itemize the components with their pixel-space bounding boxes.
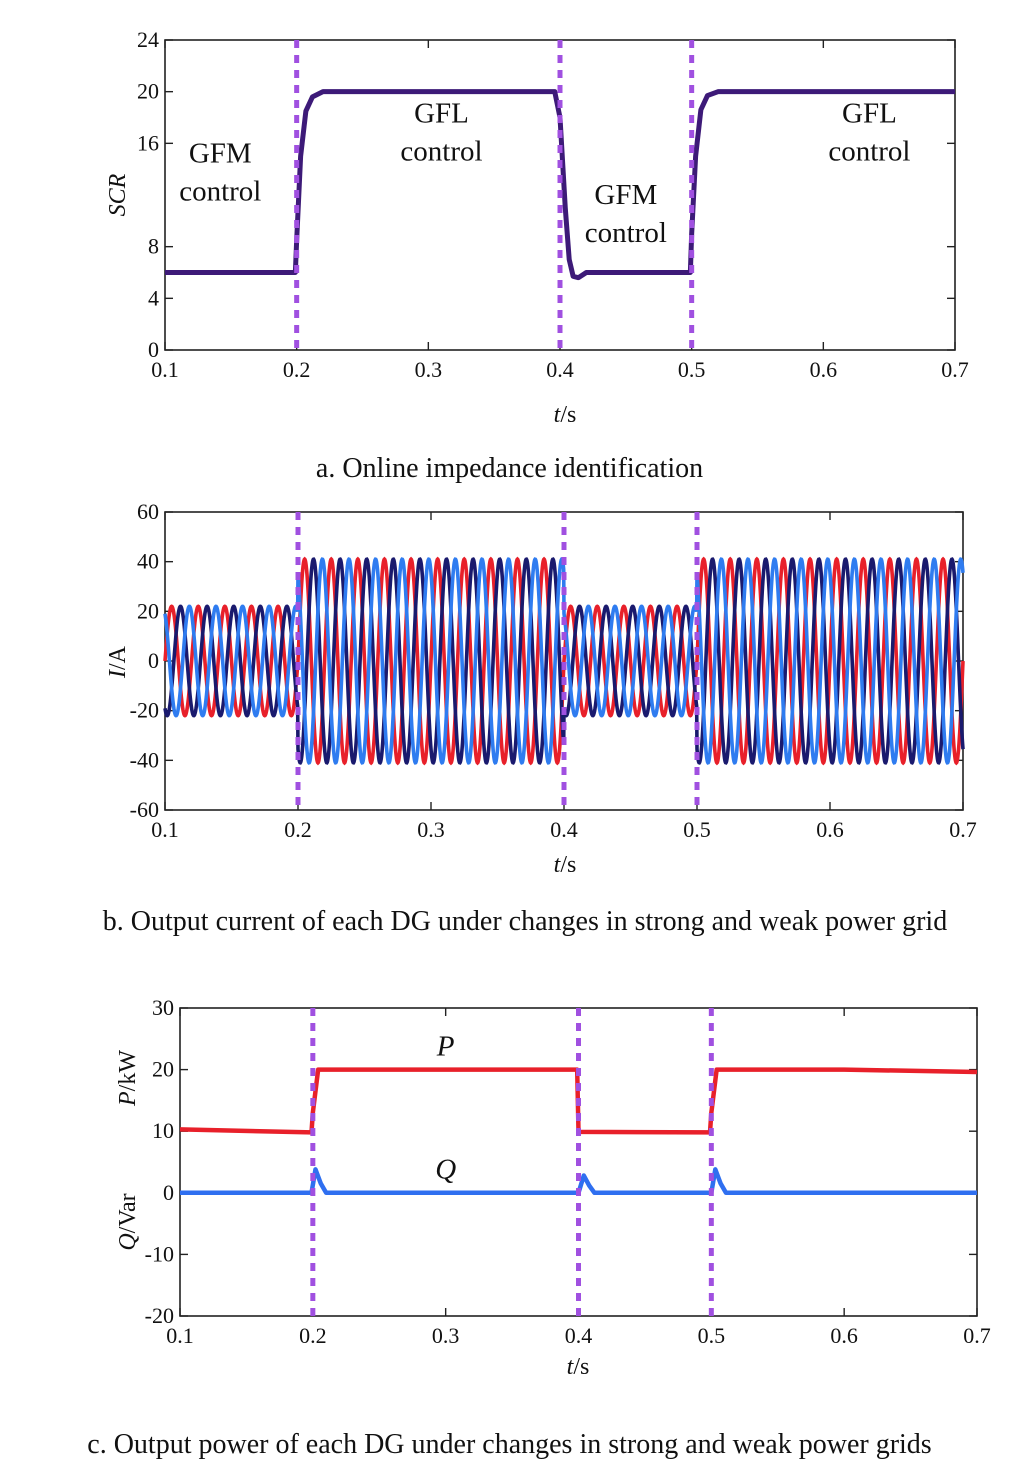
panel-c-x-axis-label: t/s (567, 1354, 590, 1380)
panel-c-y-axis-label-q-var: Q (115, 1233, 141, 1250)
panel-c-y-axis-label-p-var: P (115, 1091, 141, 1107)
panel-c-vlines (310, 1008, 714, 1316)
current-series-0 (163, 556, 965, 766)
annotation-line: GFM (189, 138, 252, 170)
panel-c-y-axis-label-p: P/kW (115, 1050, 141, 1107)
panel-b-x-axis-label: t/s (554, 852, 577, 878)
panel-a-vlines (294, 40, 695, 350)
x-tick-label: 0.1 (151, 817, 179, 842)
y-tick-label: 16 (137, 130, 159, 155)
annotation-line: Q (435, 1154, 456, 1186)
panel-b-chart: -60 -40 -20 0 20 40 60 0.1 0.2 0.3 0.4 0.5 0.6 0.7 t… (105, 499, 977, 878)
y-tick-label: 60 (137, 499, 159, 524)
panel-c-annotations: PQ (435, 1030, 456, 1185)
annotation-line: GFL (842, 98, 897, 130)
y-tick-label: -40 (130, 747, 159, 772)
y-tick-label: 40 (137, 549, 159, 574)
y-tick-label: -20 (145, 1303, 174, 1328)
y-tick-label: -10 (145, 1241, 174, 1266)
panel-c-y-axis-label-q-unit: /Var (115, 1193, 141, 1233)
panel-b-x-axis-label-unit: /s (560, 852, 576, 878)
annotation-label: GFL control (828, 98, 910, 168)
y-tick-label: 8 (148, 234, 159, 259)
y-tick-label: 30 (152, 995, 174, 1020)
y-tick-label: 10 (152, 1118, 174, 1143)
y-tick-label: 20 (137, 79, 159, 104)
annotation-label: Q (435, 1154, 456, 1186)
x-tick-label: 0.6 (830, 1323, 858, 1348)
panel-c-x-tick-labels: 0.1 0.2 0.3 0.4 0.5 0.6 0.7 (166, 1323, 991, 1348)
y-tick-label: 0 (163, 1180, 174, 1205)
annotation-label: GFM control (179, 138, 261, 208)
annotation-line: control (179, 176, 261, 208)
y-tick-label: 24 (137, 27, 159, 52)
panel-a-caption: a. Online impedance identification (315, 453, 704, 484)
series-line-0 (165, 89, 955, 281)
annotation-label: GFM control (585, 179, 667, 249)
panel-a-x-tick-labels: 0.1 0.2 0.3 0.4 0.5 0.6 0.7 (151, 357, 969, 382)
x-tick-label: 0.3 (415, 357, 443, 382)
x-tick-label: 0.4 (546, 357, 574, 382)
annotation-line: control (585, 217, 667, 249)
x-tick-label: 0.3 (432, 1323, 460, 1348)
panel-c-y-tick-labels: -20 -10 0 10 20 30 (145, 995, 174, 1328)
panel-b-x-axis-label-var: t (554, 852, 562, 878)
panel-a-x-axis-label-var: t (554, 402, 562, 428)
y-tick-label: 4 (148, 285, 159, 310)
x-tick-label: 0.6 (816, 817, 844, 842)
y-tick-label: 20 (137, 598, 159, 623)
x-tick-label: 0.1 (151, 357, 179, 382)
y-tick-label: -20 (130, 698, 159, 723)
panel-b-y-axis-label-var: I (105, 669, 131, 679)
y-tick-label: 20 (152, 1057, 174, 1082)
panel-a-x-axis-label-unit: /s (560, 402, 576, 428)
x-tick-label: 0.2 (283, 357, 311, 382)
x-tick-label: 0.5 (683, 817, 711, 842)
x-tick-label: 0.5 (678, 357, 706, 382)
panel-c-y-axis-label-p-unit: /kW (115, 1050, 141, 1092)
x-tick-label: 0.2 (284, 817, 312, 842)
panel-b-y-axis-label: I/A (105, 645, 131, 679)
x-tick-label: 0.6 (810, 357, 838, 382)
x-tick-label: 0.7 (963, 1323, 991, 1348)
panel-a-y-tick-labels: 0 4 8 16 20 24 (137, 27, 159, 362)
annotation-line: GFM (594, 179, 657, 211)
annotation-line: control (828, 136, 910, 168)
annotation-line: GFL (414, 98, 469, 130)
panel-a-chart: 0 4 8 16 20 24 0.1 0.2 0.3 0.4 0.5 0.6 0.7 GFM contr… (105, 27, 969, 428)
x-tick-label: 0.7 (949, 817, 977, 842)
panel-b-x-tick-labels: 0.1 0.2 0.3 0.4 0.5 0.6 0.7 (151, 817, 977, 842)
x-tick-label: 0.4 (565, 1323, 593, 1348)
x-tick-label: 0.2 (299, 1323, 327, 1348)
panel-b-y-axis-label-unit: /A (105, 645, 131, 670)
panel-c-x-axis-label-var: t (567, 1354, 575, 1380)
x-tick-label: 0.3 (417, 817, 445, 842)
panel-b-vlines (295, 512, 700, 810)
x-tick-label: 0.4 (550, 817, 578, 842)
panel-a-series (165, 89, 955, 281)
panel-c-y-axis-label-q: Q/Var (115, 1193, 141, 1250)
annotation-line: P (436, 1030, 455, 1062)
x-tick-label: 0.7 (941, 357, 969, 382)
panel-a-y-axis-label: SCR (105, 173, 131, 216)
x-tick-label: 0.1 (166, 1323, 194, 1348)
panel-a-x-axis-label: t/s (554, 402, 577, 428)
annotation-line: control (400, 136, 482, 168)
panel-b-y-tick-labels: -60 -40 -20 0 20 40 60 (130, 499, 159, 822)
x-tick-label: 0.5 (698, 1323, 726, 1348)
series-line-q (180, 1167, 977, 1196)
y-tick-label: 0 (148, 337, 159, 362)
y-tick-label: -60 (130, 797, 159, 822)
panel-c-x-axis-label-unit: /s (573, 1354, 589, 1380)
annotation-label: P (436, 1030, 455, 1062)
panel-b-caption: b. Output current of each DG under chang… (102, 906, 948, 937)
annotation-label: GFL control (400, 98, 482, 168)
panel-c-caption: c. Output power of each DG under changes… (87, 1429, 932, 1460)
y-tick-label: 0 (148, 648, 159, 673)
